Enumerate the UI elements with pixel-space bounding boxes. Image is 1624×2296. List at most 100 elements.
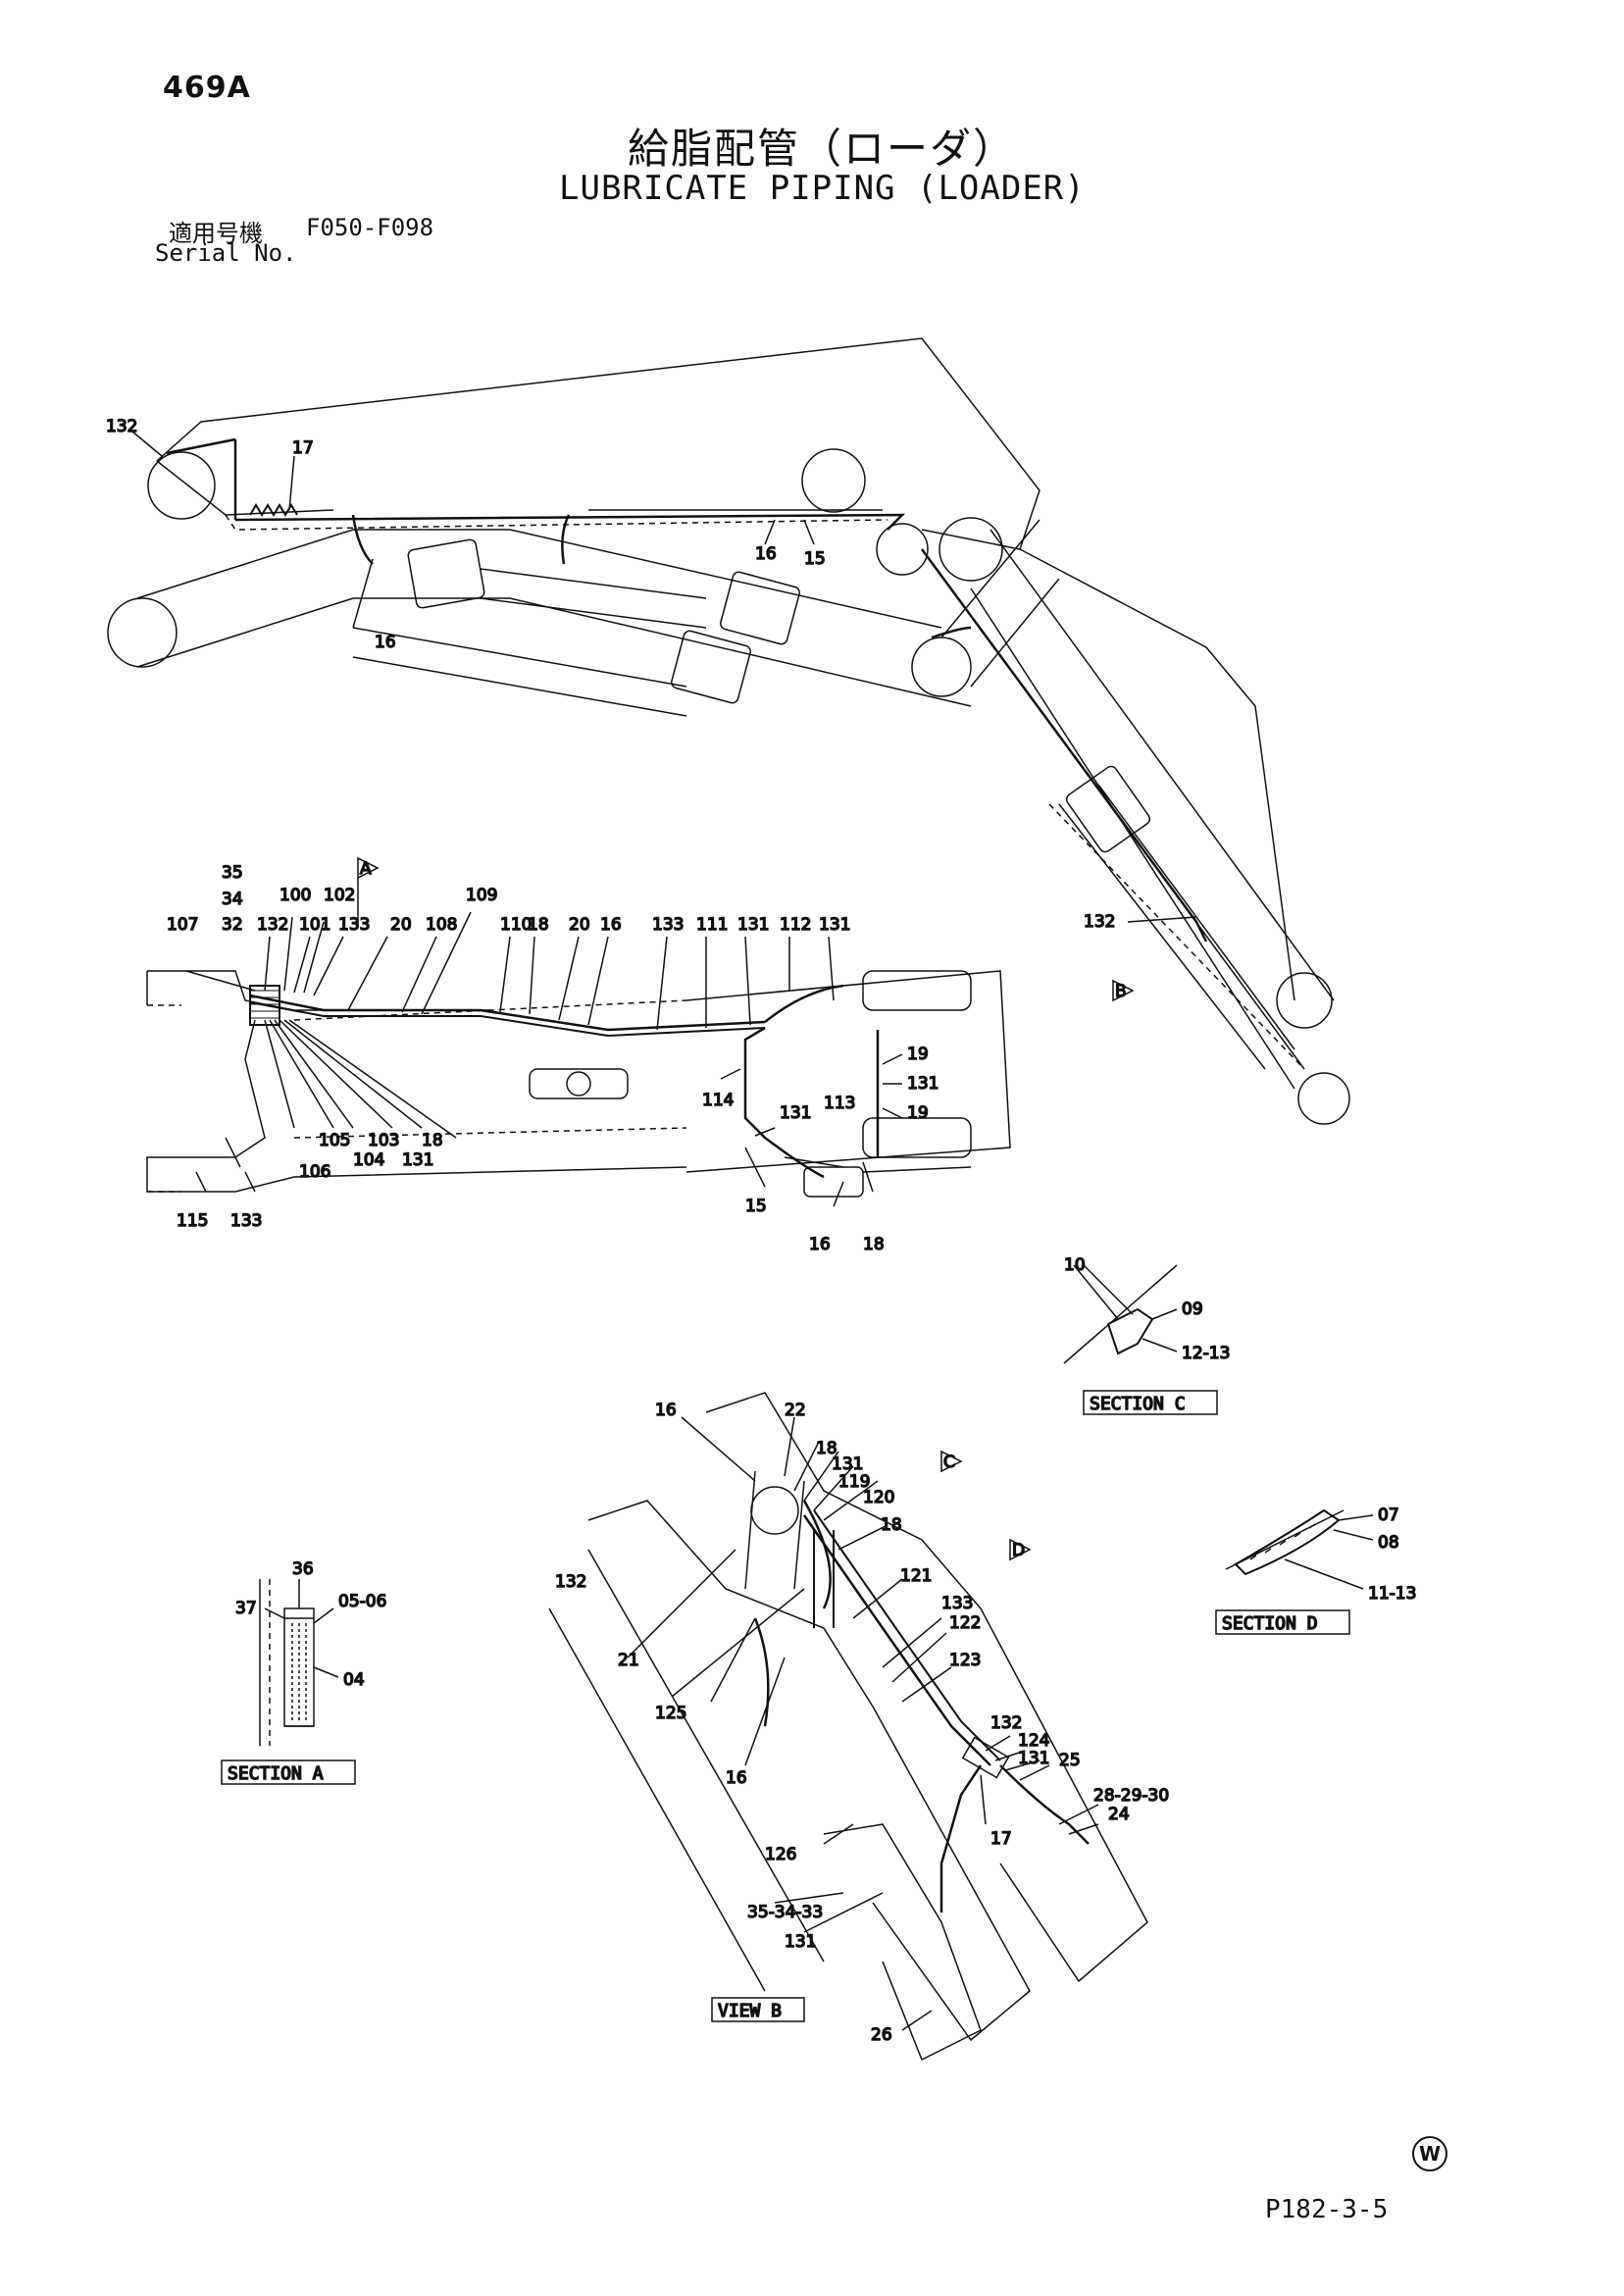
- callout-20: 20: [569, 915, 590, 935]
- view-marker-c: C: [943, 1453, 955, 1472]
- callout-100: 100: [279, 886, 311, 905]
- callout-19: 19: [907, 1103, 929, 1123]
- callout-120: 120: [863, 1488, 894, 1507]
- callout-131: 131: [832, 1454, 863, 1474]
- callout-09: 09: [1182, 1300, 1203, 1319]
- callout-08: 08: [1378, 1533, 1399, 1553]
- page-title-japanese: 給脂配管（ローダ）: [628, 125, 1017, 173]
- callout-124: 124: [1018, 1731, 1049, 1751]
- callout-17: 17: [292, 438, 314, 458]
- page-title-english: LUBRICATE PIPING (LOADER): [559, 169, 1086, 208]
- callout-132: 132: [257, 915, 288, 935]
- callout-102: 102: [324, 886, 355, 905]
- callout-16: 16: [755, 544, 777, 564]
- callout-15: 15: [804, 549, 826, 569]
- callout-32: 32: [222, 915, 243, 935]
- callout-106: 106: [299, 1162, 330, 1182]
- callout-15: 15: [745, 1197, 767, 1216]
- section-d-label: SECTION D: [1222, 1613, 1318, 1634]
- callout-16: 16: [600, 915, 622, 935]
- callout-17: 17: [990, 1829, 1012, 1849]
- callout-104: 104: [353, 1150, 384, 1170]
- section-a-detail: [259, 1579, 339, 1746]
- callout-112: 112: [780, 915, 811, 935]
- w-mark: W: [1412, 2136, 1447, 2171]
- serial-range: F050-F098: [306, 214, 434, 241]
- callout-133: 133: [230, 1211, 262, 1231]
- callout-18: 18: [863, 1235, 885, 1254]
- serial-label-english: Serial No.: [155, 239, 297, 267]
- callout-113: 113: [824, 1094, 855, 1113]
- callout-125: 125: [655, 1704, 686, 1723]
- callout-21: 21: [618, 1651, 639, 1670]
- callout-107: 107: [167, 915, 198, 935]
- view-b-label: VIEW B: [718, 2001, 782, 2021]
- callout-132: 132: [1084, 912, 1115, 932]
- callout-131: 131: [402, 1150, 433, 1170]
- callout-133: 133: [941, 1594, 973, 1613]
- callout-20: 20: [390, 915, 412, 935]
- section-c-detail: [1063, 1264, 1178, 1364]
- document-code: P182-3-5: [1265, 2195, 1389, 2224]
- callout-108: 108: [426, 915, 457, 935]
- callout-101: 101: [299, 915, 330, 935]
- callout-103: 103: [368, 1131, 399, 1150]
- callout-111: 111: [696, 915, 728, 935]
- callout-114: 114: [702, 1091, 734, 1110]
- callout-131: 131: [819, 915, 850, 935]
- view-marker-a: A: [360, 859, 372, 879]
- callout-26: 26: [871, 2025, 892, 2045]
- callout-131: 131: [780, 1103, 811, 1123]
- serial-label-japanese: 適用号機: [169, 220, 263, 247]
- callout-133: 133: [652, 915, 684, 935]
- callout-35: 35: [222, 863, 243, 883]
- callout-22: 22: [785, 1401, 806, 1420]
- main-boom-view: [107, 337, 1350, 1125]
- callout-28-29-30: 28-29-30: [1093, 1786, 1169, 1806]
- section-d-detail: [1225, 1508, 1374, 1590]
- callout-132: 132: [990, 1713, 1022, 1733]
- callout-36: 36: [292, 1559, 314, 1579]
- callout-109: 109: [466, 886, 497, 905]
- callout-132: 132: [555, 1572, 586, 1592]
- view-marker-b: B: [1115, 982, 1127, 1001]
- callout-133: 133: [338, 915, 370, 935]
- callout-35-34-33: 35-34-33: [747, 1903, 823, 1922]
- callout-34: 34: [222, 890, 243, 909]
- callout-105: 105: [319, 1131, 350, 1150]
- page-number: 469A: [163, 71, 251, 105]
- callout-07: 07: [1378, 1505, 1399, 1525]
- callout-19: 19: [907, 1045, 929, 1064]
- callout-04: 04: [343, 1670, 365, 1690]
- callout-110: 110: [500, 915, 532, 935]
- callout-11-13: 11-13: [1368, 1584, 1416, 1604]
- callout-05-06: 05-06: [338, 1592, 386, 1611]
- callout-37: 37: [235, 1599, 257, 1618]
- callout-131: 131: [907, 1074, 939, 1094]
- callout-18: 18: [816, 1439, 837, 1458]
- callout-16: 16: [809, 1235, 831, 1254]
- section-a-label: SECTION A: [228, 1763, 324, 1784]
- callout-119: 119: [838, 1472, 870, 1492]
- callout-25: 25: [1059, 1751, 1081, 1770]
- section-c-label: SECTION C: [1090, 1394, 1186, 1414]
- callout-131: 131: [737, 915, 769, 935]
- callout-131: 131: [1018, 1749, 1049, 1768]
- callout-132: 132: [106, 417, 137, 436]
- callout-126: 126: [765, 1845, 796, 1864]
- callout-123: 123: [949, 1651, 981, 1670]
- callout-16: 16: [375, 633, 396, 652]
- view-b: [548, 979, 1148, 2062]
- callout-131: 131: [785, 1932, 816, 1952]
- callout-16: 16: [726, 1768, 747, 1788]
- view-marker-d: D: [1012, 1541, 1025, 1560]
- callout-12-13: 12-13: [1182, 1344, 1230, 1363]
- callout-122: 122: [949, 1613, 981, 1633]
- callout-18: 18: [881, 1515, 902, 1535]
- callout-10: 10: [1064, 1255, 1086, 1275]
- plan-view: [146, 856, 1011, 1207]
- callout-16: 16: [655, 1401, 677, 1420]
- callout-24: 24: [1108, 1805, 1130, 1824]
- callout-115: 115: [177, 1211, 208, 1231]
